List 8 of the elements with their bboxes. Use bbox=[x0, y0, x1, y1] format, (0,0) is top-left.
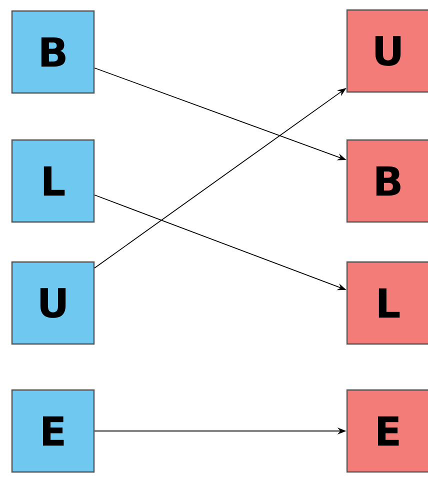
letter-box: E bbox=[346, 389, 428, 473]
letter-box: L bbox=[11, 139, 95, 223]
letter-box: E bbox=[11, 389, 95, 473]
letter-box: L bbox=[346, 261, 428, 345]
letter-box: B bbox=[11, 10, 95, 94]
letter-box: U bbox=[11, 261, 95, 345]
letter-box: U bbox=[346, 9, 428, 93]
letter-box: B bbox=[346, 139, 428, 223]
